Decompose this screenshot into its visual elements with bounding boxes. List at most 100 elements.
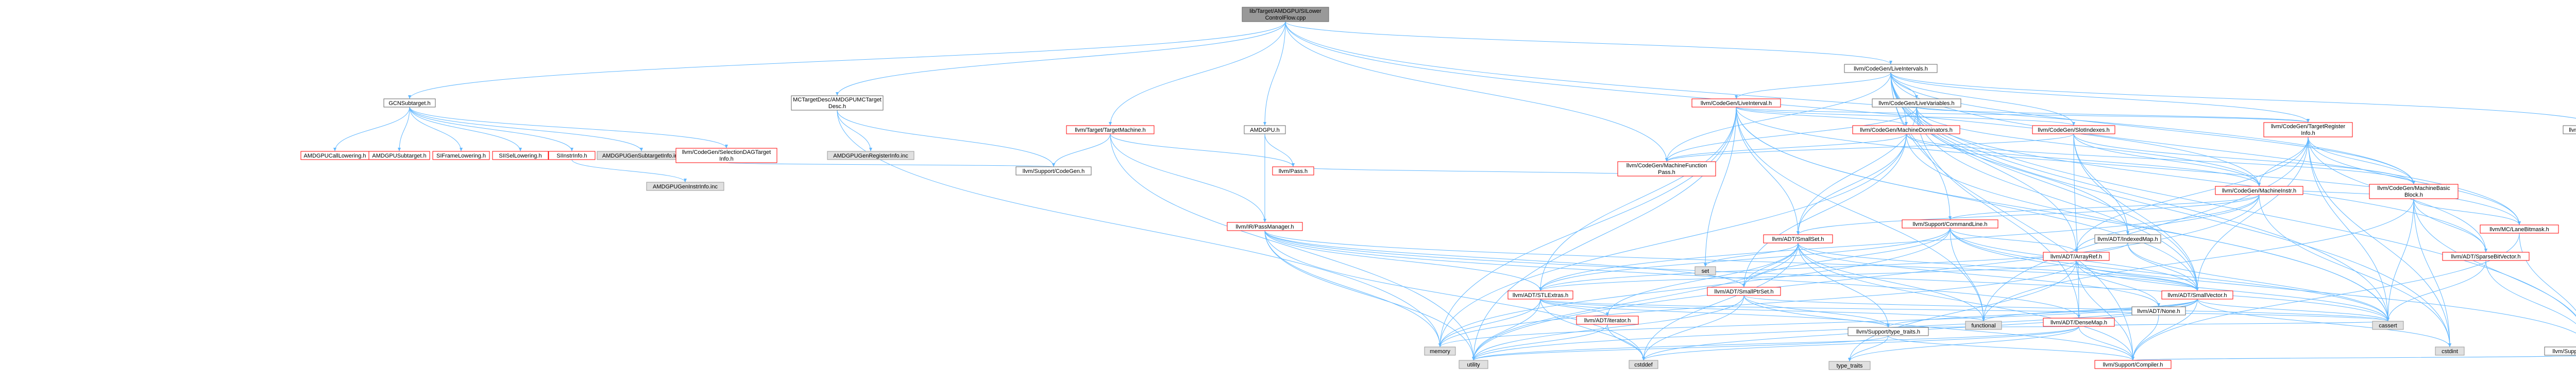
edge-smallset-to-iterator [1607, 242, 1799, 317]
edge-stlextras-to-cassert [1540, 299, 2388, 322]
node-minstr[interactable]: llvm/CodeGen/MachineInstr.h [2215, 186, 2303, 195]
node-box [1848, 327, 1929, 336]
node-smallset[interactable]: llvm/ADT/SmallSet.h [1763, 234, 1833, 243]
arrowhead-amdgpu-to-passmgr [1263, 219, 1266, 222]
edge-mbb-to-sparsebv [2413, 198, 2486, 253]
edge-mctgt-to-memory [837, 110, 1440, 347]
node-box [1763, 234, 1833, 243]
node-label: AMDGPUGenSubtargetInfo.inc [602, 153, 681, 159]
node-cmdline[interactable]: llvm/Support/CommandLine.h [1902, 219, 1998, 229]
node-label: llvm/Pass.h [1279, 168, 1308, 175]
node-typetraits[interactable]: llvm/Support/type_traits.h [1848, 327, 1929, 336]
node-errh[interactable]: llvm/Support/ErrorHandling.h [2544, 346, 2576, 356]
edge-liveint-to-smallvec [1890, 72, 2198, 291]
node-mdom[interactable]: llvm/CodeGen/MachineDominators.h [1852, 125, 1960, 134]
node-box [1965, 321, 2002, 330]
node-smallvec[interactable]: llvm/ADT/SmallVector.h [2161, 290, 2233, 300]
node-callow[interactable]: AMDGPUCallLowering.h [300, 151, 369, 160]
edge-mfpass-to-pass [1293, 166, 1667, 177]
edge-tri-to-lanebm [2308, 136, 2520, 225]
edge-liveint-to-initpasses [1890, 72, 2576, 119]
edge-mdom-to-smallptr [1743, 133, 1907, 288]
node-livevars[interactable]: llvm/CodeGen/LiveVariables.h [1872, 98, 1961, 108]
node-box [2480, 224, 2559, 234]
node-iterator[interactable]: llvm/ADT/iterator.h [1576, 316, 1639, 325]
node-functional: functional [1965, 321, 2002, 330]
edge-passmgr-to-cassert [1264, 230, 2388, 322]
node-siisel[interactable]: SIISelLowering.h [492, 151, 549, 160]
node-densemap[interactable]: llvm/ADT/DenseMap.h [2043, 318, 2115, 327]
node-sparsebv[interactable]: llvm/ADT/SparseBitVector.h [2442, 252, 2530, 261]
edge-mbb-to-functional [1983, 198, 2414, 322]
node-box [2442, 252, 2530, 261]
edge-tm-to-passmgr [1110, 133, 1265, 223]
node-label: lib/Target/AMDGPU/SILower [1249, 8, 1321, 14]
node-initpasses[interactable]: llvm/InitializePasses.h [2563, 125, 2576, 134]
node-passmgr[interactable]: llvm/IR/PassManager.h [1227, 222, 1303, 231]
node-box [2563, 125, 2576, 134]
node-compiler[interactable]: llvm/Support/Compiler.h [2094, 360, 2172, 369]
arrowhead-gcn-to-sifl [460, 148, 463, 151]
edge-cmdline-to-smallptr [1743, 228, 1951, 288]
node-sifl[interactable]: SIFrameLowering.h [432, 151, 490, 160]
edge-tri-to-mbb [2308, 136, 2414, 185]
node-none[interactable]: llvm/ADT/None.h [2131, 306, 2186, 316]
edge-mdom-to-mfpass [1666, 133, 1907, 162]
edge-smallvec-to-functional [1983, 299, 2198, 322]
arrowhead-root-to-liveint [1889, 61, 1892, 64]
arrowhead-tri-to-mbb [2412, 181, 2415, 184]
edge-tri-to-cstdint [2308, 136, 2450, 347]
node-label: llvm/IR/PassManager.h [1235, 224, 1294, 230]
node-smallptr[interactable]: llvm/ADT/SmallPtrSet.h [1707, 287, 1781, 296]
node-arrayref[interactable]: llvm/ADT/ArrayRef.h [2043, 252, 2110, 261]
node-label: llvm/MC/LaneBitmask.h [2489, 227, 2549, 233]
node-gcn[interactable]: GCNSubtarget.h [383, 98, 436, 108]
node-box [675, 148, 777, 163]
edge-liveinterval-to-utility [1473, 107, 1737, 361]
edge-smallvec-to-cassert [2197, 299, 2388, 322]
arrowhead-arrayref-to-none [2157, 303, 2160, 307]
node-box [2131, 306, 2186, 316]
arrowhead-root-to-mctgt [836, 92, 839, 96]
node-gensubinc: AMDGPUGenSubtargetInfo.inc [597, 151, 686, 160]
edge-root-to-mfpass [1285, 21, 1667, 162]
node-label: SIInstrInfo.h [556, 153, 587, 159]
edge-livevars-to-sparsebv [1916, 107, 2486, 253]
node-subtarget[interactable]: AMDGPUSubtarget.h [368, 151, 430, 160]
node-pass[interactable]: llvm/Pass.h [1272, 166, 1314, 176]
edge-stlextras-to-typetraits [1540, 299, 1889, 328]
edge-sparsebv-to-cassert [2387, 260, 2486, 322]
node-slotidx[interactable]: llvm/CodeGen/SlotIndexes.h [2032, 125, 2115, 134]
node-siinstr[interactable]: SIInstrInfo.h [548, 151, 596, 160]
node-stlextras[interactable]: llvm/ADT/STLExtras.h [1507, 290, 1573, 300]
node-idxmap[interactable]: llvm/ADT/IndexedMap.h [2094, 234, 2161, 243]
node-amdgpu[interactable]: AMDGPU.h [1244, 125, 1286, 134]
node-label: llvm/CodeGen/MachineFunction [1626, 163, 1707, 169]
node-label: llvm/Support/CodeGen.h [1023, 168, 1084, 175]
node-label: cassert [2379, 323, 2397, 329]
node-lanebm[interactable]: llvm/MC/LaneBitmask.h [2480, 224, 2559, 234]
node-codegen[interactable]: llvm/Support/CodeGen.h [1015, 166, 1092, 176]
node-box [1902, 219, 1998, 229]
edge-mdom-to-cassert [1906, 133, 2388, 322]
edge-densemap-to-typetraitsstd [1849, 326, 2079, 362]
edge-root-to-mbb [1285, 21, 2414, 185]
node-tm[interactable]: llvm/Target/TargetMachine.h [1066, 125, 1155, 134]
edge-smallset-to-functional [1798, 242, 1984, 322]
node-label: llvm/Support/ErrorHandling.h [2552, 349, 2576, 355]
edge-slotidx-to-densemap [2073, 133, 2079, 319]
edge-minstr-to-arrayref [2076, 194, 2260, 253]
edge-root-to-tm [1110, 21, 1286, 126]
node-liveint[interactable]: llvm/CodeGen/LiveIntervals.h [1844, 64, 1938, 73]
edge-idxmap-to-cassert [2127, 242, 2388, 322]
arrowhead-mfpass-to-pass [1292, 163, 1295, 167]
node-liveinterval[interactable]: llvm/CodeGen/LiveInterval.h [1691, 98, 1781, 108]
node-label: SIFrameLowering.h [436, 153, 486, 159]
